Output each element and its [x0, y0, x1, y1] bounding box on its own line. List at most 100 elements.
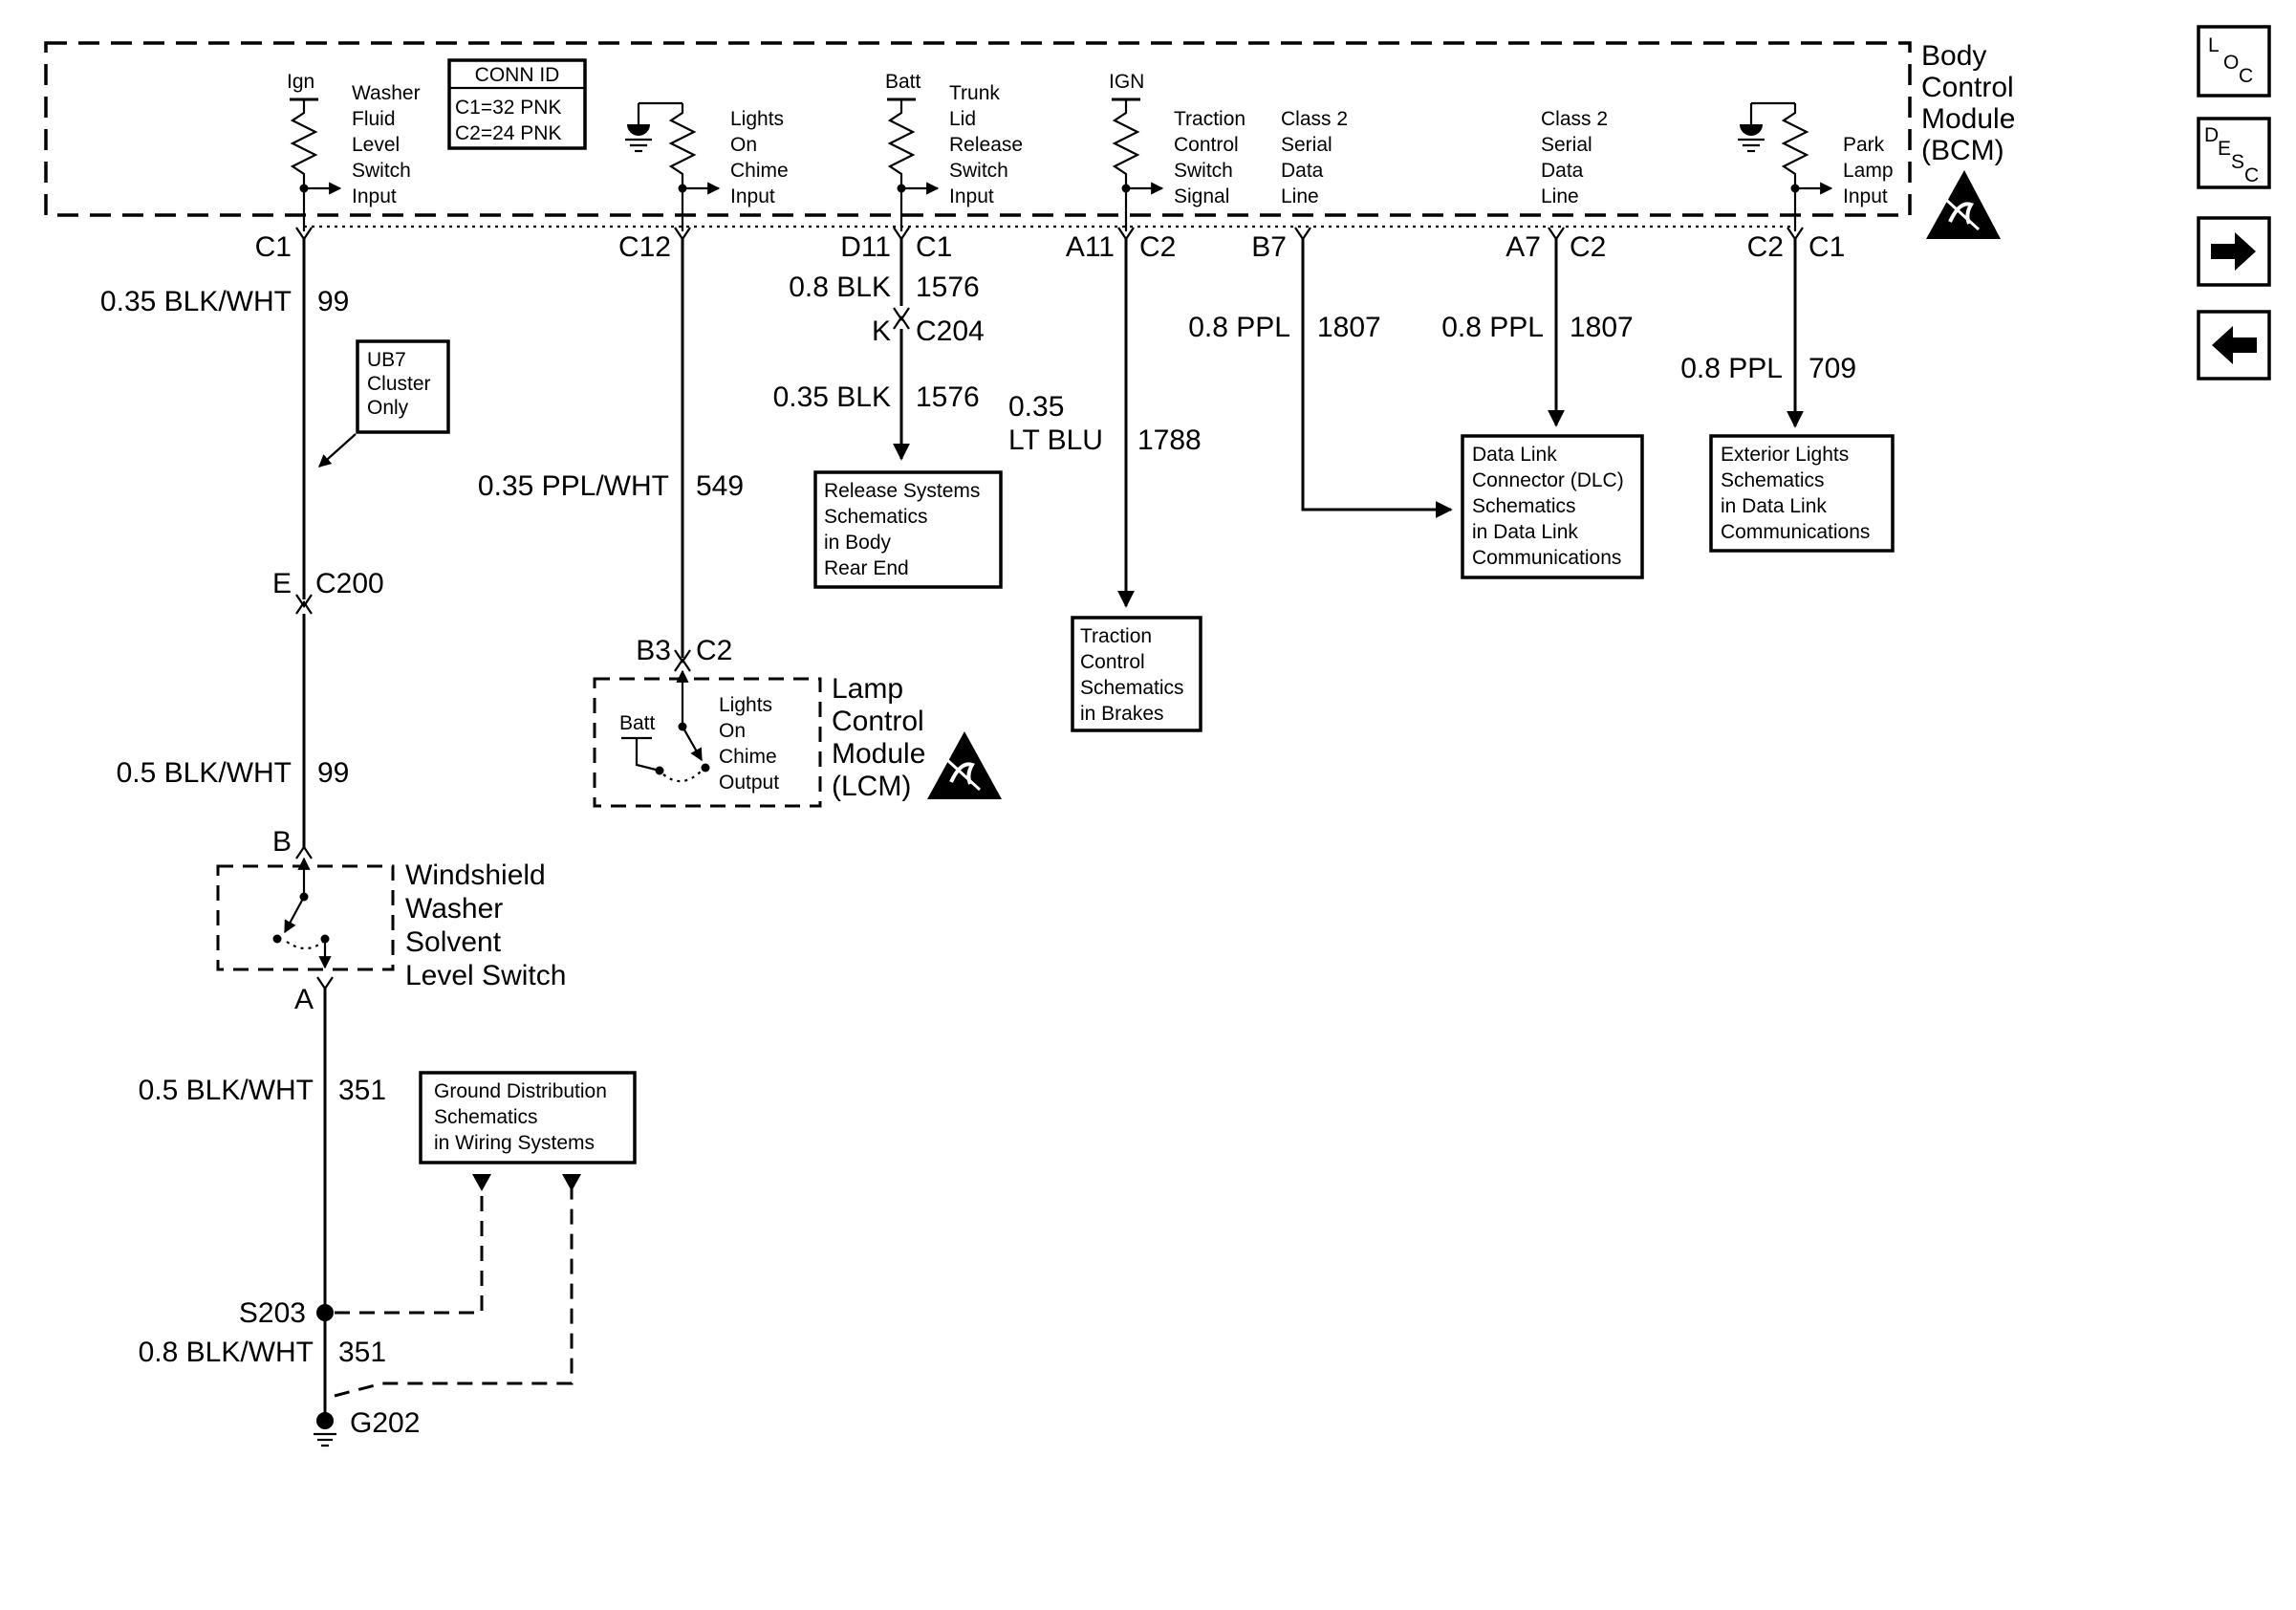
bcm-title-line: (BCM) [1921, 135, 2004, 166]
svg-text:in Data Link: in Data Link [1472, 521, 1578, 543]
input-label-line: Switch [1174, 160, 1233, 182]
wire-gauge-label: 0.35 PPL/WHT [478, 470, 669, 502]
connector-label: C200 [315, 568, 384, 599]
pin-label: A11 [1066, 231, 1115, 263]
svg-text:Only: Only [367, 397, 409, 419]
loc-button[interactable]: L O C [2197, 25, 2271, 98]
bcm-title-line: Body [1921, 40, 1986, 72]
svg-text:Communications: Communications [1472, 547, 1621, 569]
trunk-input-circuit: Batt Trunk Lid Release Switch Input [885, 71, 1023, 231]
batt-supply-label: Batt [619, 712, 656, 734]
bcm-pin-labels: C1 C12 D11 C1 A11 C2 B7 A7 C2 C2 C1 [255, 231, 1846, 263]
input-label-line: Fluid [352, 108, 396, 130]
conn-id-title: CONN ID [475, 64, 560, 86]
ref-traction-control[interactable]: Traction Control Schematics in Brakes [1071, 616, 1202, 732]
svg-text:Schematics: Schematics [434, 1106, 538, 1128]
arrow-left-icon [2212, 326, 2257, 364]
svg-text:Rear End: Rear End [824, 557, 909, 579]
wire-gauge-label: 0.8 PPL [1441, 312, 1544, 343]
svg-text:Module: Module [832, 738, 925, 770]
input-label-line: Input [730, 185, 775, 207]
input-label-line: Park [1843, 134, 1885, 156]
svg-text:Control: Control [832, 706, 924, 737]
svg-text:Data: Data [1281, 160, 1324, 182]
chime-wire: 0.35 PPL/WHT 549 B3 C2 [478, 239, 744, 672]
wire-gauge-label: 0.8 PPL [1680, 353, 1783, 384]
traction-input-circuit: IGN Traction Control Switch Signal [1109, 71, 1245, 231]
trunk-wire: 0.8 BLK 1576 K C204 0.35 BLK 1576 [773, 239, 985, 461]
input-label-line: Lights [730, 108, 784, 130]
input-label-line: Switch [352, 160, 411, 182]
circuit-number-label: 351 [338, 1075, 386, 1106]
input-label-line: Lamp [1843, 160, 1894, 182]
class2-label-a: Class 2 Serial Data Line [1281, 108, 1348, 207]
input-label-line: Input [1843, 185, 1888, 207]
circuit-number-label: 1576 [916, 381, 980, 413]
svg-text:O: O [2223, 52, 2239, 74]
class2-b7-wire: 0.8 PPL 1807 [1188, 239, 1453, 518]
class2-label-b: Class 2 Serial Data Line [1541, 108, 1608, 207]
connector-label: C2 [1139, 231, 1176, 263]
svg-text:in Wiring Systems: in Wiring Systems [434, 1132, 595, 1154]
circuit-number-label: 351 [338, 1337, 386, 1368]
conn-id-line: C2=24 PNK [455, 122, 561, 144]
bcm-title: Body Control Module (BCM) [1921, 40, 2015, 166]
input-label-line: Control [1174, 134, 1239, 156]
svg-text:Schematics: Schematics [824, 506, 928, 528]
batt-supply-label: Batt [885, 71, 921, 93]
chime-input-circuit: Lights On Chime Input [625, 101, 789, 231]
input-label-line: Switch [949, 160, 1008, 182]
ref-release-systems[interactable]: Release Systems Schematics in Body Rear … [813, 470, 1003, 589]
wire-gauge-label: 0.35 [1008, 391, 1064, 423]
svg-text:On: On [719, 720, 746, 742]
desc-button[interactable]: D E S C [2197, 117, 2271, 189]
circuit-number-label: 1807 [1317, 312, 1381, 343]
prev-page-button[interactable] [2197, 310, 2271, 381]
svg-text:in Data Link: in Data Link [1721, 495, 1827, 517]
pin-label: K [872, 315, 891, 347]
svg-text:C: C [2239, 65, 2253, 87]
input-label-line: Trunk [949, 82, 1000, 104]
svg-text:Data Link: Data Link [1472, 444, 1557, 466]
svg-text:Control: Control [1080, 651, 1145, 673]
svg-text:Cluster: Cluster [367, 373, 431, 395]
input-label-line: Input [352, 185, 397, 207]
lamp-control-module: Batt Lights On Chime Output Lamp Control… [593, 669, 1002, 808]
input-label-line: Level [352, 134, 400, 156]
wire-gauge-label: 0.35 BLK/WHT [100, 286, 292, 317]
svg-text:in Brakes: in Brakes [1080, 703, 1164, 725]
input-label-line: Chime [730, 160, 789, 182]
svg-text:Serial: Serial [1281, 134, 1332, 156]
class2-a7-wire: 0.8 PPL 1807 [1441, 239, 1634, 427]
splice-label: S203 [239, 1297, 306, 1329]
svg-text:Schematics: Schematics [1721, 469, 1825, 491]
circuit-number-label: 99 [317, 757, 349, 789]
svg-text:Traction: Traction [1080, 625, 1152, 647]
conn-id-box: CONN ID C1=32 PNK C2=24 PNK [447, 58, 587, 150]
input-label-line: Traction [1174, 108, 1245, 130]
input-label-line: Signal [1174, 185, 1229, 207]
svg-text:Windshield: Windshield [405, 859, 546, 891]
svg-text:Solvent: Solvent [405, 926, 502, 958]
svg-text:Lamp: Lamp [832, 673, 903, 705]
circuit-number-label: 1807 [1570, 312, 1634, 343]
esd-warning-icon [1926, 170, 2001, 239]
ref-exterior-lights[interactable]: Exterior Lights Schematics in Data Link … [1709, 434, 1895, 553]
svg-text:(LCM): (LCM) [832, 771, 911, 802]
washer-level-switch: Windshield Washer Solvent Level Switch [216, 857, 566, 991]
svg-text:Ground Distribution: Ground Distribution [434, 1080, 607, 1102]
next-page-button[interactable] [2197, 216, 2271, 287]
pin-label: D11 [840, 231, 891, 263]
connector-label: C2 [1570, 231, 1606, 263]
input-label-line: On [730, 134, 757, 156]
splice-s203 [316, 1304, 334, 1321]
ref-ground-distribution[interactable]: Ground Distribution Schematics in Wiring… [419, 1071, 637, 1164]
svg-text:Release Systems: Release Systems [824, 480, 980, 502]
input-label-line: Lid [949, 108, 976, 130]
svg-text:Class 2: Class 2 [1541, 108, 1608, 130]
ground-symbol-icon [625, 124, 652, 153]
svg-text:Data: Data [1541, 160, 1584, 182]
svg-text:Connector (DLC): Connector (DLC) [1472, 469, 1624, 491]
ref-data-link-connector[interactable]: Data Link Connector (DLC) Schematics in … [1461, 434, 1644, 579]
svg-text:S: S [2231, 151, 2244, 173]
